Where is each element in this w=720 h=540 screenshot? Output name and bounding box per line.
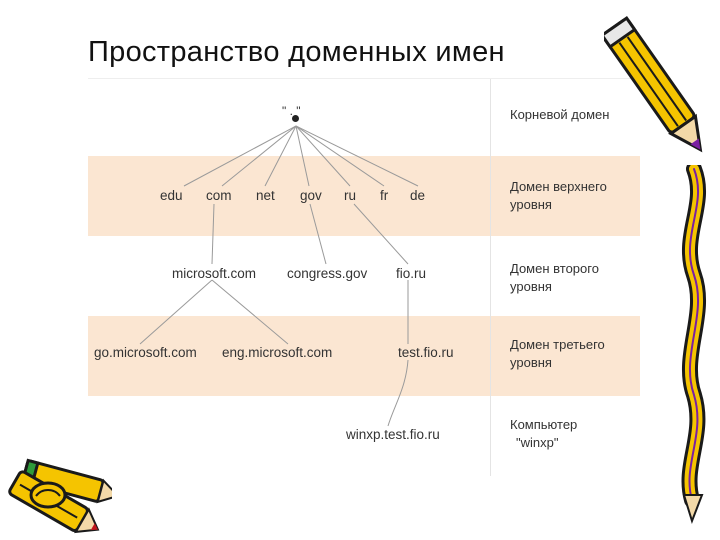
edge-com-microsoft [211,203,215,265]
node-fio: fio.ru [396,266,427,281]
edge-root-fr [295,125,385,187]
node-test-fio: test.fio.ru [398,345,454,360]
band-second-level [88,236,640,316]
edge-root-edu [183,125,297,187]
level-label-root: Корневой домен [510,106,635,124]
level-label-line: "winxp" [516,435,559,450]
level-label-third: Домен третьего уровня [510,336,635,372]
tree-edges [139,125,419,427]
level-label-line: Домен второго [510,261,599,276]
pencil-icon [681,165,706,525]
root-node-label: " . " [282,104,301,118]
diagram-frame [88,78,640,476]
node-fr: fr [380,188,389,203]
level-label-line: уровня [510,197,552,212]
edge-root-com [221,125,297,187]
node-eng-microsoft: eng.microsoft.com [222,345,333,360]
band-third-level [88,316,640,396]
node-de: de [410,188,426,203]
edge-root-ru [295,125,351,187]
band-top-level [88,156,640,236]
column-divider [490,78,491,476]
eraser-icon [29,481,67,509]
node-winxp: winxp.test.fio.ru [346,427,440,442]
edge-microsoft-go [139,279,213,345]
edge-root-net [264,125,297,187]
page-title: Пространство доменных имен [88,36,505,68]
edge-ru-fio [353,203,409,265]
level-label-line: Компьютер [510,417,578,432]
pencil-icon [604,16,703,153]
edge-microsoft-eng [211,279,289,345]
level-label-line: Домен верхнего [510,179,607,194]
level-label-line: Домен третьего [510,337,605,352]
node-edu: edu [160,188,183,203]
level-label-computer: Компьютер "winxp" [510,416,635,452]
level-label-line: Корневой домен [510,107,610,122]
edge-test-winxp [387,359,409,427]
node-go-microsoft: go.microsoft.com [94,345,197,360]
node-ru: ru [344,188,357,203]
node-net: net [256,188,275,203]
level-label-top: Домен верхнего уровня [510,178,635,214]
domain-tree-diagram: " . " edu com net gov ru fr de microsoft… [88,78,640,476]
node-microsoft: microsoft.com [172,266,257,281]
root-node-dot [292,115,299,122]
edge-gov-congress [309,203,327,265]
band-computer [88,396,640,476]
edge-root-de [295,125,419,187]
level-label-line: уровня [510,355,552,370]
level-label-second: Домен второго уровня [510,260,635,296]
edge-root-gov [295,125,310,187]
node-gov: gov [300,188,322,203]
band-root [88,78,640,156]
node-com: com [206,188,232,203]
node-congress: congress.gov [287,266,368,281]
level-label-line: уровня [510,279,552,294]
